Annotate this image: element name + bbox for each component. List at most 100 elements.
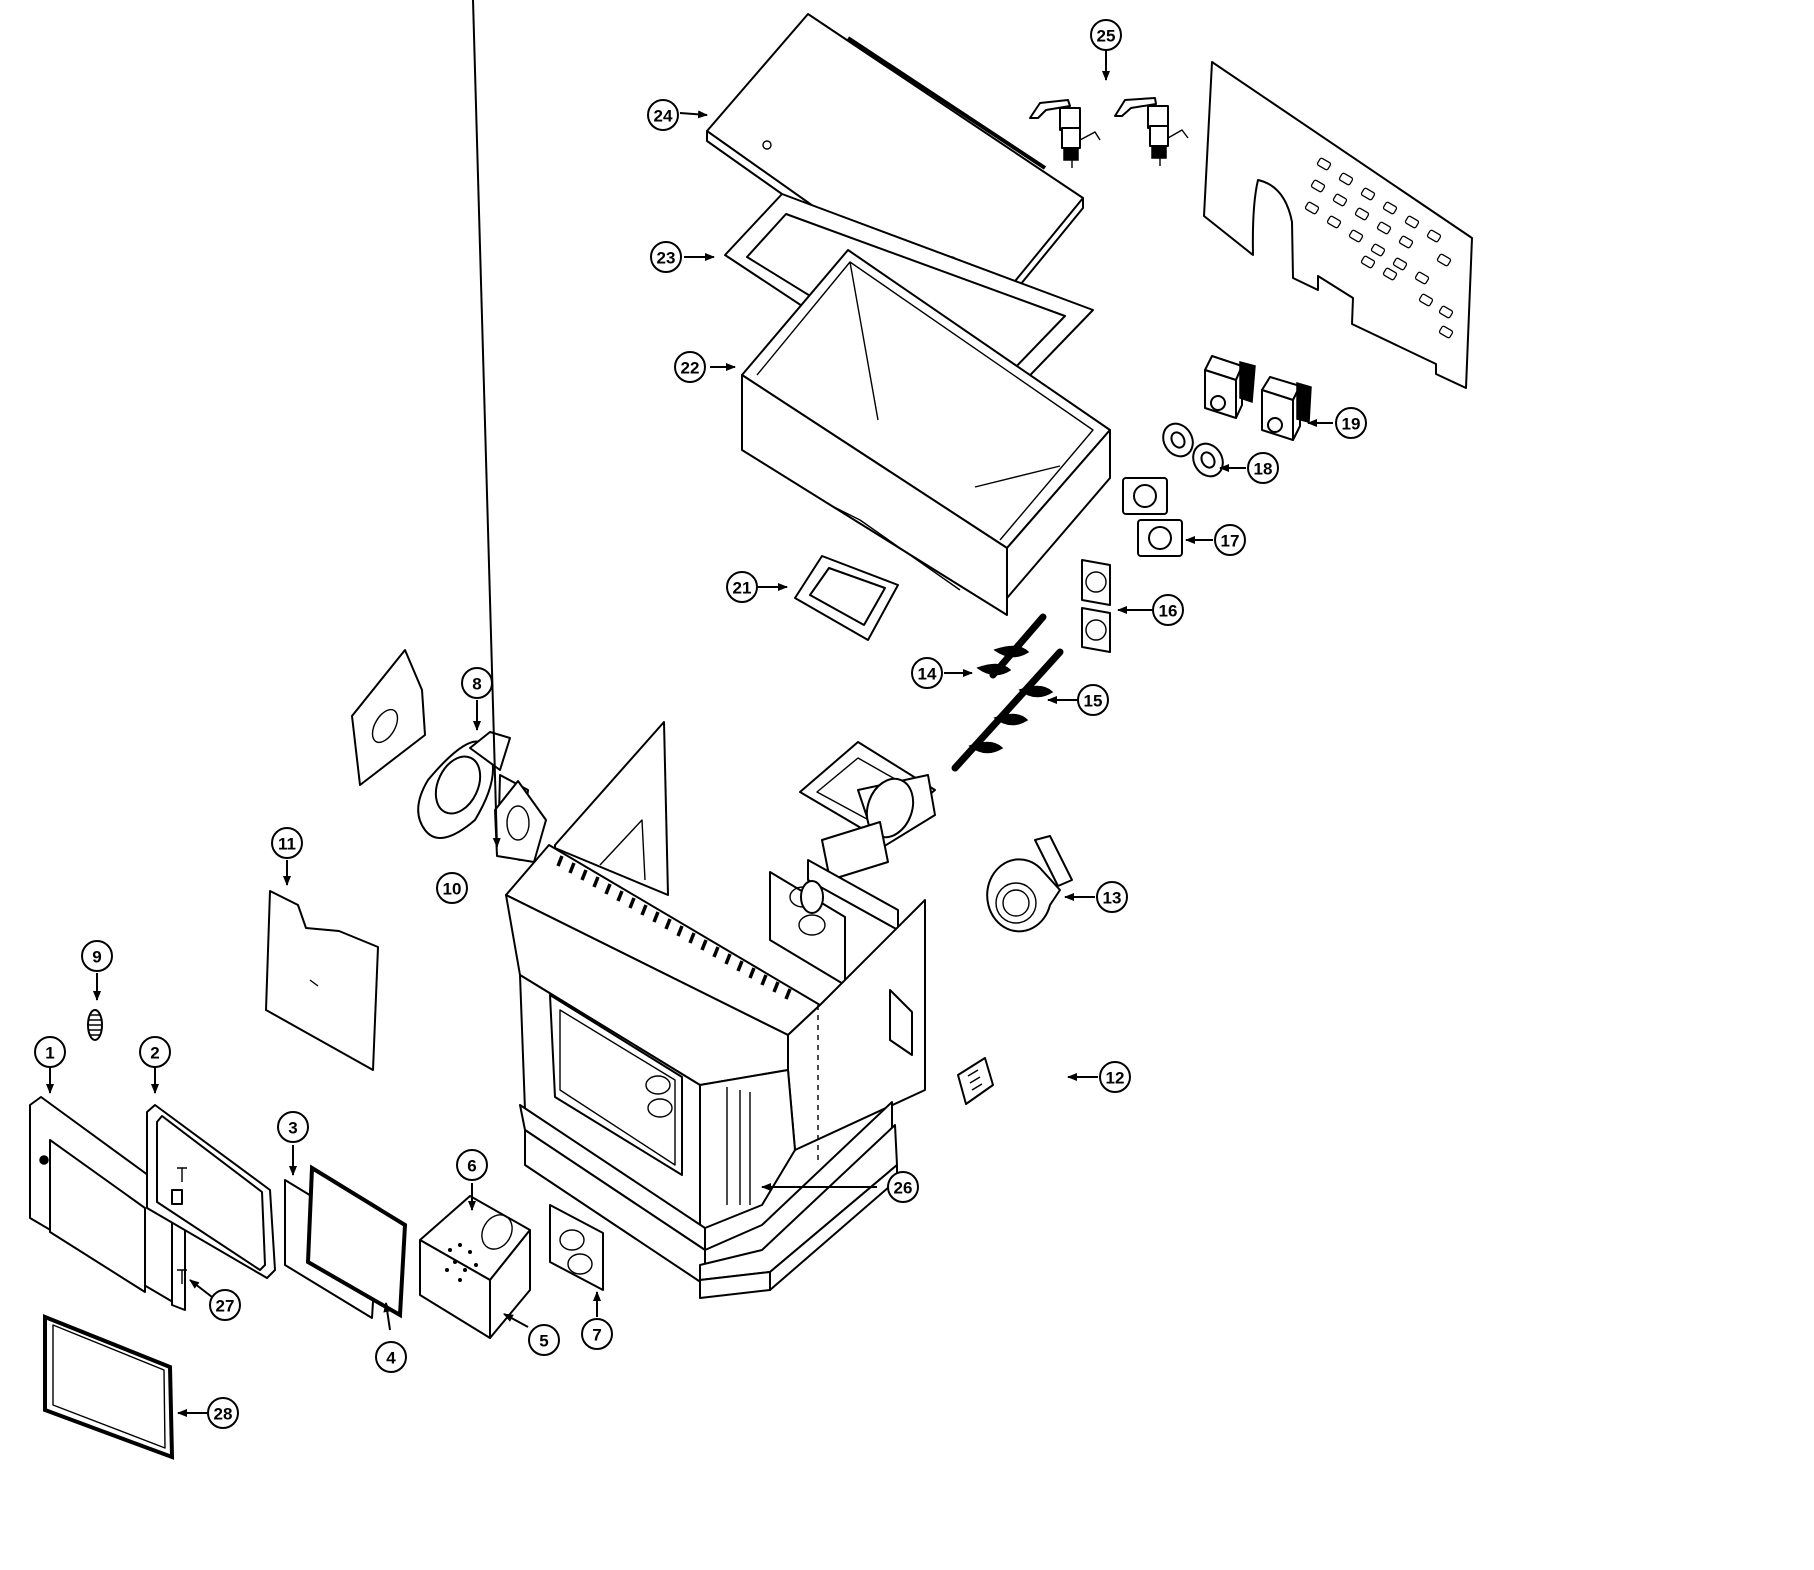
- part-feed-assembly: [769, 741, 936, 986]
- callout-26: 26: [887, 1171, 919, 1203]
- callout-19: 19: [1335, 407, 1367, 439]
- callout-circle: [436, 872, 468, 904]
- callout-5: 5: [528, 1324, 560, 1356]
- callout-14: 14: [911, 657, 943, 689]
- part-bearing-gaskets: [1081, 559, 1111, 653]
- callout-15: 15: [1077, 684, 1109, 716]
- callout-1: 1: [34, 1036, 66, 1068]
- part-burn-pot: [419, 1195, 531, 1339]
- callout-number: 23: [657, 249, 676, 268]
- part-screw: [177, 1167, 187, 1284]
- part-stove-body: [505, 721, 926, 1299]
- callout-circle: [1214, 524, 1246, 556]
- callout-circle: [887, 1171, 919, 1203]
- part-heat-baffle: [265, 890, 379, 1071]
- callout-circle: [581, 1318, 613, 1350]
- callout-number: 25: [1097, 27, 1116, 46]
- callout-23: 23: [650, 241, 682, 273]
- callout-circle: [650, 241, 682, 273]
- callout-13: 13: [1096, 881, 1128, 913]
- part-switches: [1029, 97, 1189, 168]
- callout-9: 9: [81, 940, 113, 972]
- part-blower-gasket: [494, 780, 547, 863]
- part-auger-motors: [1204, 355, 1312, 441]
- callout-number: 7: [592, 1326, 601, 1345]
- callout-number: 19: [1342, 415, 1361, 434]
- part-fireback: [43, 1314, 175, 1460]
- callout-circle: [911, 657, 943, 689]
- callout-circle: [81, 940, 113, 972]
- callout-circle: [139, 1036, 171, 1068]
- callout-25: 25: [1090, 19, 1122, 51]
- part-bushings: [1162, 422, 1224, 478]
- part-spring-handle: [87, 1009, 103, 1041]
- callout-number: 24: [654, 107, 673, 126]
- callout-circle: [647, 99, 679, 131]
- callout-circle: [1099, 1061, 1131, 1093]
- callout-circle: [207, 1397, 239, 1429]
- callout-7: 7: [581, 1318, 613, 1350]
- leader-arrows: [46, 0, 1333, 1417]
- part-hopper-gasket: [794, 555, 899, 641]
- callout-number: 28: [214, 1405, 233, 1424]
- callout-circle: [34, 1036, 66, 1068]
- callout-22: 22: [674, 351, 706, 383]
- part-glass-gasket: [305, 1164, 408, 1319]
- callout-number: 1: [45, 1044, 54, 1063]
- callout-number: 11: [278, 835, 296, 854]
- callout-number: 5: [539, 1332, 548, 1351]
- part-convection-blower: [986, 835, 1073, 933]
- callout-circle: [456, 1149, 488, 1181]
- callout-circle: [726, 571, 758, 603]
- callout-number: 15: [1084, 692, 1103, 711]
- callout-number: 2: [150, 1044, 159, 1063]
- part-door-gasket: [146, 1104, 276, 1279]
- part-rear-heat-shield: [1203, 61, 1473, 389]
- part-hopper: [741, 249, 1111, 616]
- callout-circle: [209, 1289, 241, 1321]
- callout-4: 4: [375, 1341, 407, 1373]
- callout-circle: [1090, 19, 1122, 51]
- callout-number: 14: [918, 665, 937, 684]
- callout-number: 8: [472, 675, 481, 694]
- part-augers: [951, 613, 1064, 772]
- callout-number: 17: [1221, 532, 1240, 551]
- callout-11: 11: [271, 827, 303, 859]
- callout-circle: [1152, 594, 1184, 626]
- callout-number: 9: [92, 948, 101, 967]
- callout-circle: [461, 667, 493, 699]
- callout-number: 3: [288, 1119, 297, 1138]
- callout-circle: [1096, 881, 1128, 913]
- callout-circle: [375, 1341, 407, 1373]
- callout-21: 21: [726, 571, 758, 603]
- callout-18: 18: [1247, 452, 1279, 484]
- callout-number: 13: [1103, 889, 1122, 908]
- callout-number: 21: [733, 579, 752, 598]
- callout-number: 22: [681, 359, 700, 378]
- callout-16: 16: [1152, 594, 1184, 626]
- callout-12: 12: [1099, 1061, 1131, 1093]
- callout-circle: [528, 1324, 560, 1356]
- callout-number: 27: [216, 1297, 235, 1316]
- callout-number: 10: [443, 880, 462, 899]
- part-combustion-blower: [351, 649, 529, 861]
- part-burn-pot-gasket: [549, 1204, 604, 1291]
- callout-circle: [1335, 407, 1367, 439]
- callout-24: 24: [647, 99, 679, 131]
- callout-28: 28: [207, 1397, 239, 1429]
- callout-number: 26: [894, 1179, 913, 1198]
- callout-6: 6: [456, 1149, 488, 1181]
- callout-17: 17: [1214, 524, 1246, 556]
- callout-circle: [674, 351, 706, 383]
- callout-10: 10: [436, 872, 468, 904]
- part-bearing-plates: [1122, 477, 1183, 557]
- callout-number: 18: [1254, 460, 1273, 479]
- callout-circle: [271, 827, 303, 859]
- callout-number: 6: [467, 1157, 476, 1176]
- callout-number: 16: [1159, 602, 1178, 621]
- callout-3: 3: [277, 1111, 309, 1143]
- callout-27: 27: [209, 1289, 241, 1321]
- callout-circle: [277, 1111, 309, 1143]
